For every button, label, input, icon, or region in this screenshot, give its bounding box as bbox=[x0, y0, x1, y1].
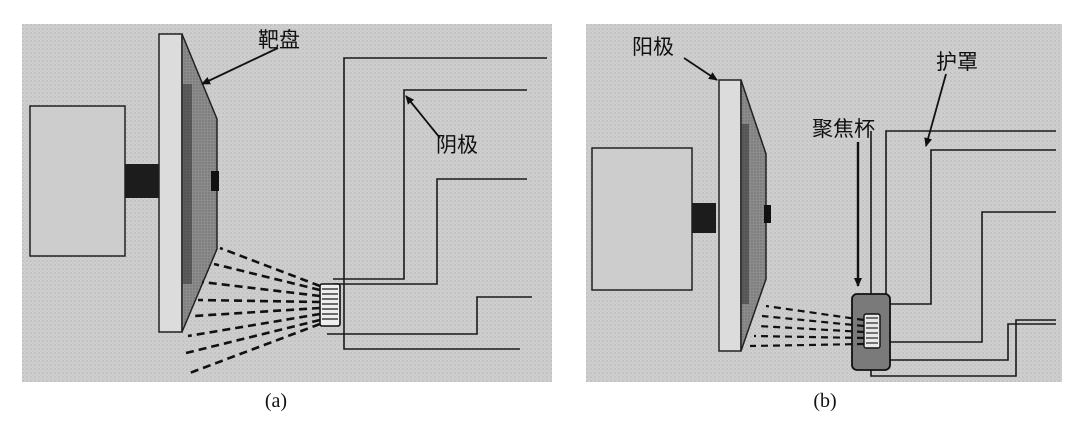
electron-beam bbox=[749, 304, 865, 348]
shield-arrow bbox=[924, 73, 947, 147]
shield-label: 护罩 bbox=[936, 50, 978, 74]
cathode-wires bbox=[327, 57, 547, 350]
diagram-b: 阳极 护罩 聚焦杯 bbox=[586, 24, 1062, 382]
diagram-b-svg: 阳极 护罩 聚焦杯 bbox=[586, 24, 1062, 382]
diagram-a: 靶盘 阴极 bbox=[22, 24, 552, 382]
target-disk-arrow bbox=[201, 47, 279, 85]
left-block bbox=[591, 147, 693, 291]
filament bbox=[319, 283, 341, 327]
focus-cup-label: 聚焦杯 bbox=[812, 117, 875, 141]
target-disk bbox=[158, 33, 219, 333]
diagram-a-svg: 靶盘 阴极 bbox=[22, 24, 552, 382]
anode bbox=[718, 79, 771, 352]
caption-a: (a) bbox=[264, 390, 288, 412]
caption-b: (b) bbox=[813, 390, 837, 412]
target-disk-label: 靶盘 bbox=[258, 28, 300, 52]
electron-beam bbox=[181, 246, 321, 376]
shaft bbox=[125, 164, 160, 198]
filament-coil bbox=[322, 288, 338, 320]
shaft bbox=[692, 203, 716, 233]
cathode-label: 阴极 bbox=[436, 133, 478, 157]
anode-label: 阳极 bbox=[632, 35, 674, 59]
anode-arrow bbox=[683, 57, 718, 81]
cathode-arrow bbox=[405, 95, 441, 139]
filament-coil bbox=[866, 317, 878, 344]
cathode-wires bbox=[878, 130, 1056, 361]
left-block bbox=[29, 105, 126, 257]
